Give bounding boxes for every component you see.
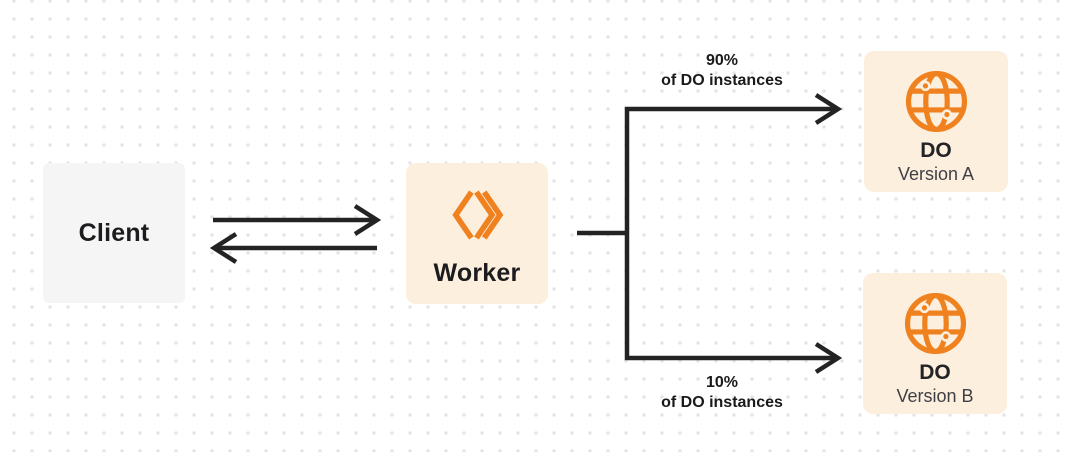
do-version-a-title: DO (920, 139, 952, 162)
worker-label: Worker (433, 258, 521, 287)
worker-node: Worker (406, 163, 548, 304)
arrowhead-to-version-a (814, 93, 843, 125)
arrowhead-to-version-b (814, 342, 843, 374)
top-branch-caption: of DO instances (661, 71, 783, 89)
top-branch-label: 90% of DO instances (630, 51, 814, 90)
do-version-a-node: DO Version A (864, 51, 1008, 192)
workers-logo-icon (452, 189, 504, 240)
client-node: Client (43, 163, 185, 303)
do-version-b-subtitle: Version B (896, 386, 974, 406)
arrow-worker-to-client (209, 232, 377, 264)
durable-object-globe-icon (905, 70, 967, 133)
durable-object-globe-icon (904, 292, 966, 355)
client-label: Client (78, 218, 150, 247)
do-version-b-title: DO (919, 361, 951, 384)
do-version-b-node: DO Version B (863, 273, 1007, 414)
bottom-branch-caption: of DO instances (661, 393, 783, 411)
branch-trunk (624, 106, 834, 361)
do-version-a-subtitle: Version A (897, 164, 975, 184)
bottom-branch-percent: 10% (705, 374, 739, 391)
arrow-client-to-worker (213, 204, 382, 236)
top-branch-percent: 90% (705, 52, 739, 69)
bottom-branch-label: 10% of DO instances (630, 373, 814, 412)
